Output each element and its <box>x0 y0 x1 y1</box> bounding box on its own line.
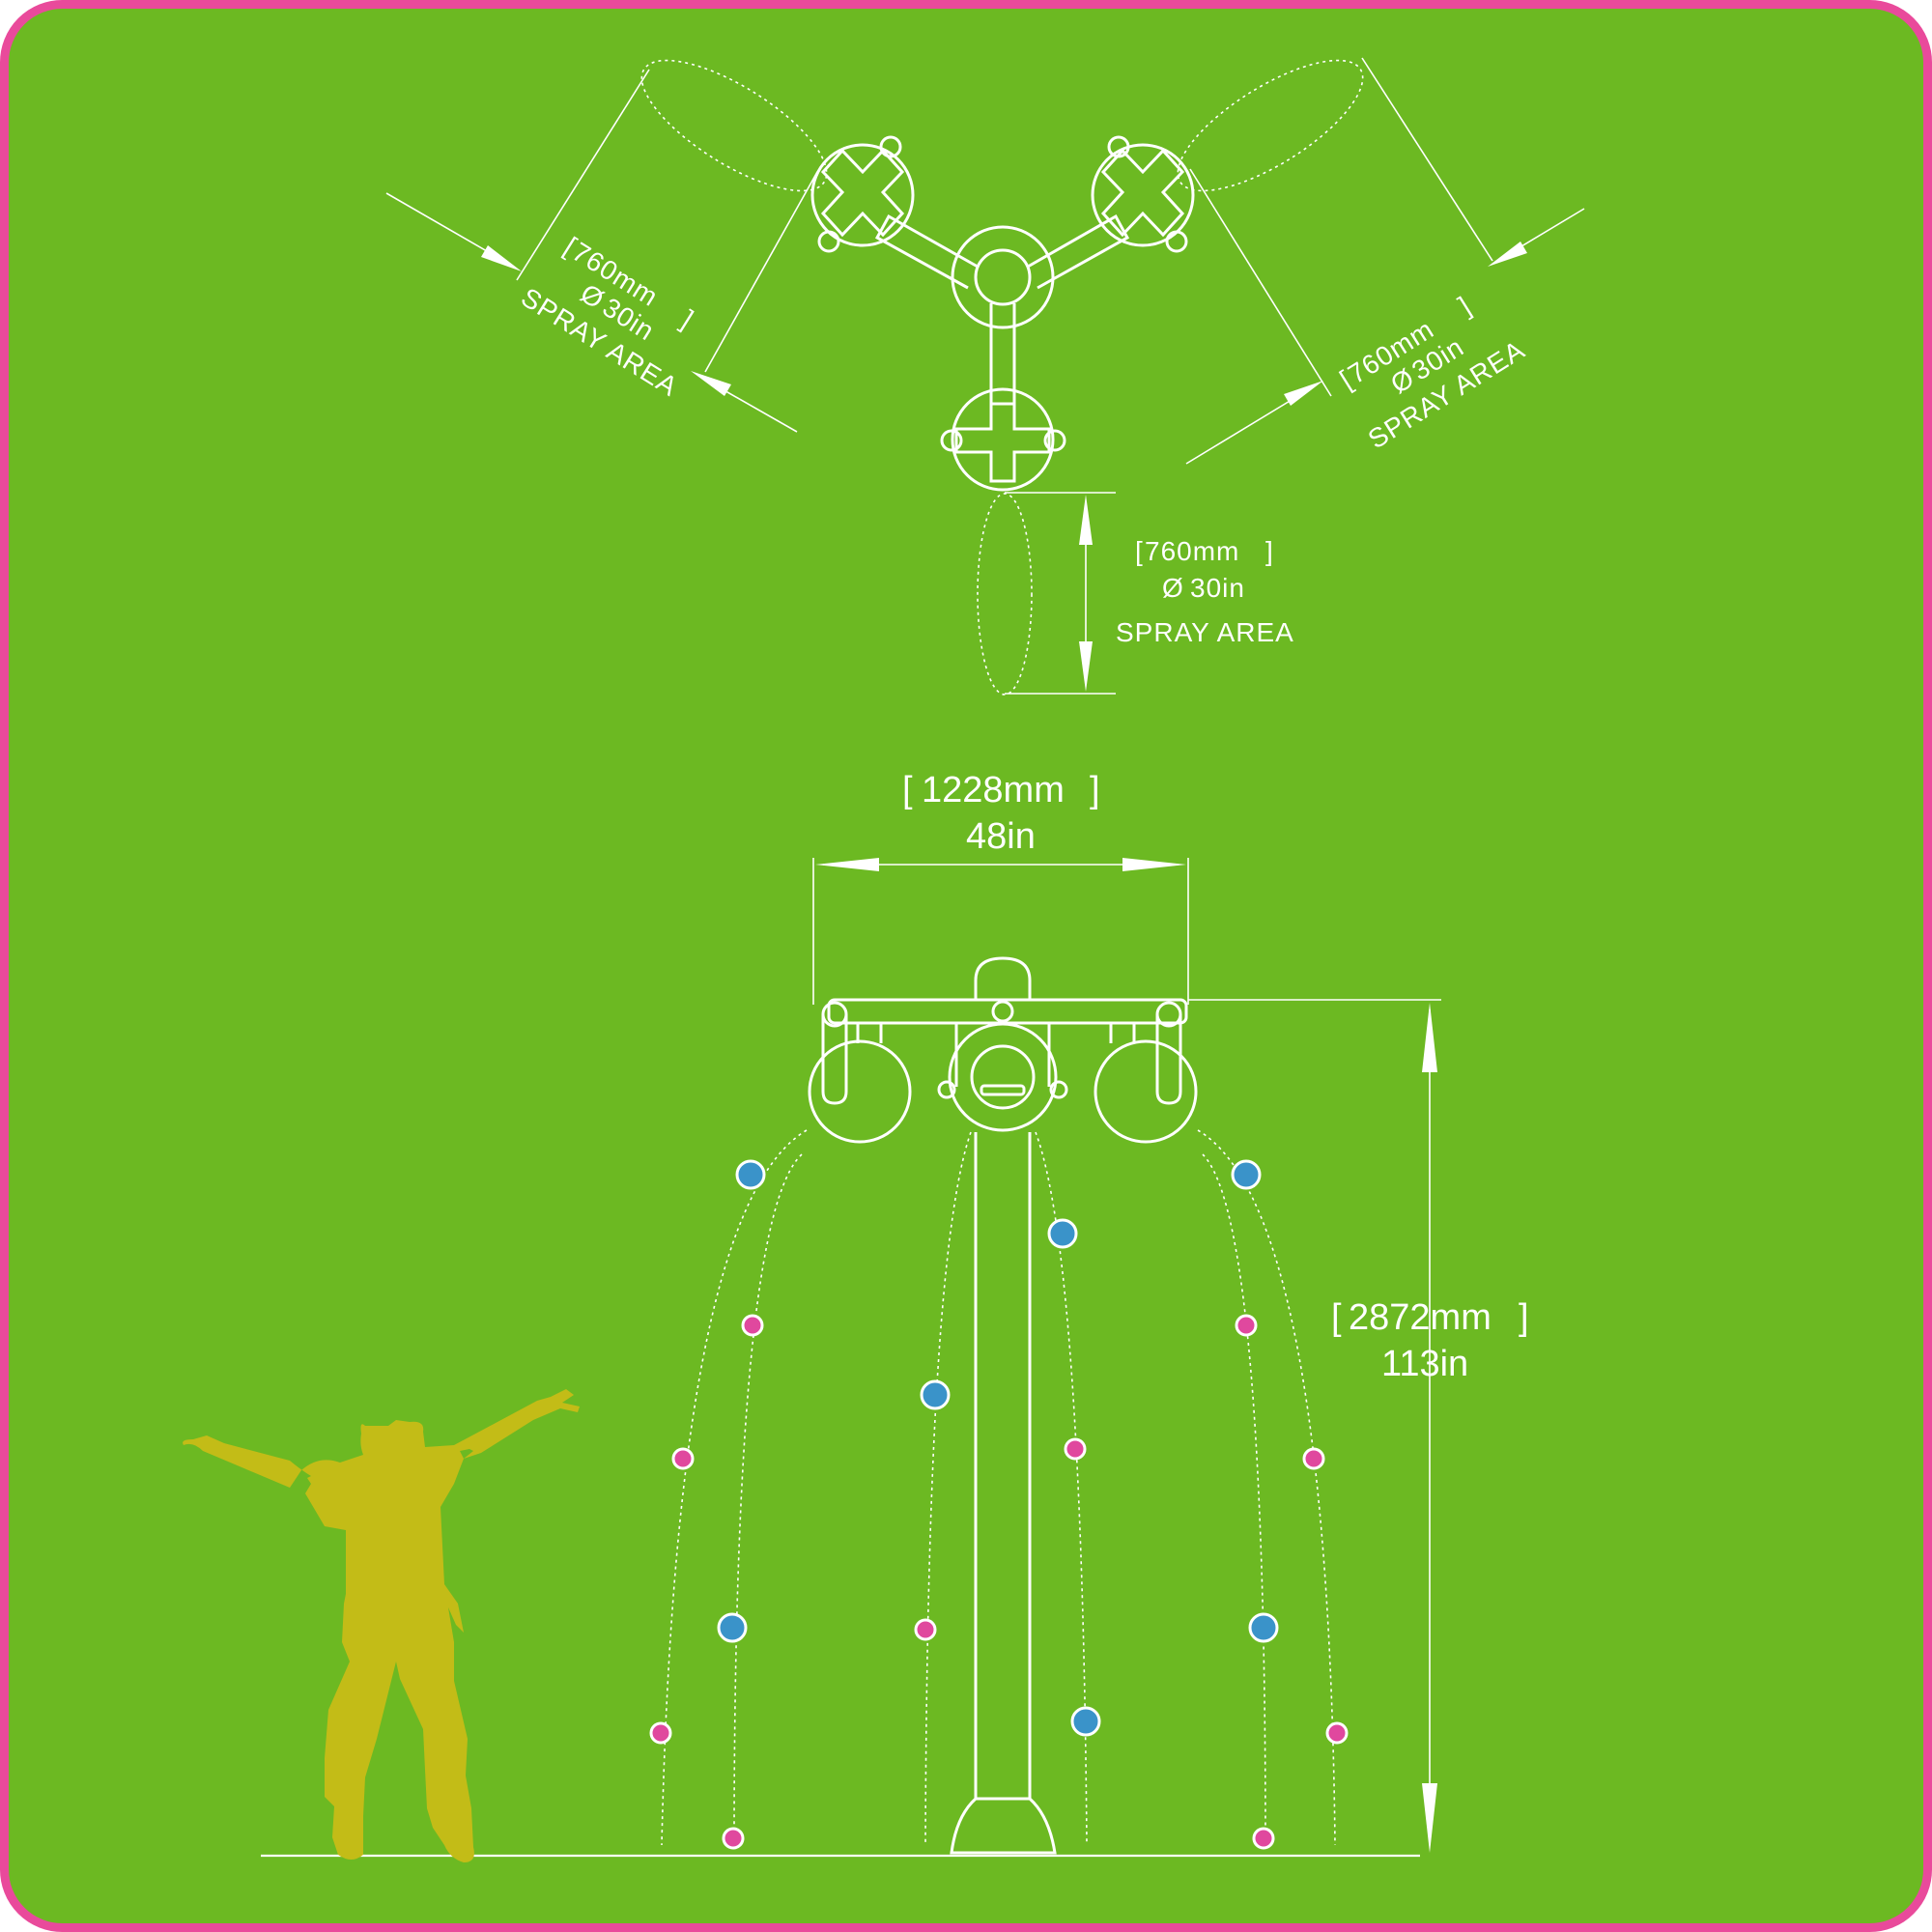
width-in: 48in <box>966 816 1036 857</box>
svg-text:[: [ <box>1331 1297 1342 1338</box>
droplet-blue <box>1231 1159 1262 1190</box>
svg-text:]: ] <box>1519 1297 1529 1338</box>
droplet-blue <box>717 1612 748 1643</box>
droplet-pink <box>1302 1447 1325 1470</box>
bottom-spray-area <box>977 493 1033 696</box>
main-post <box>974 1132 1032 1799</box>
side-left-nozzle <box>808 1039 912 1144</box>
height-mm: 2872mm <box>1349 1297 1492 1338</box>
droplet-blue <box>1070 1706 1101 1737</box>
droplet-blue <box>920 1379 951 1410</box>
bottom-nozzle-plate <box>951 387 1055 492</box>
spray-path-6 <box>1202 1153 1266 1846</box>
bottom-spray-caption: SPRAY AREA <box>1116 617 1294 647</box>
droplet-pink <box>1064 1437 1087 1461</box>
droplet-pink <box>741 1314 764 1337</box>
arm-right <box>1027 213 1130 290</box>
bottom-spray-mm: 760mm <box>1145 536 1239 566</box>
right-nozzle-cross <box>1100 148 1185 238</box>
height-in: 113in <box>1381 1344 1468 1384</box>
right-nozzle-plate <box>1091 143 1195 247</box>
svg-text:]: ] <box>1265 536 1274 566</box>
droplet-blue <box>1047 1218 1078 1249</box>
droplet-blue <box>1248 1612 1279 1643</box>
child-silhouette-icon <box>183 1389 580 1862</box>
center-nozzle <box>948 1022 1058 1132</box>
svg-text:[: [ <box>1135 536 1144 566</box>
arm-down <box>989 303 1016 404</box>
side-right-nozzle <box>1094 1039 1198 1144</box>
width-mm: 1228mm <box>922 770 1065 810</box>
post-top-cap <box>974 956 1032 1000</box>
droplet-pink <box>1325 1721 1349 1745</box>
bottom-nozzle-cross <box>954 402 1051 483</box>
bottom-diameter-symbol: Ø <box>1162 573 1184 603</box>
droplet-pink <box>671 1447 695 1470</box>
droplet-pink <box>1235 1314 1258 1337</box>
svg-text:]: ] <box>1090 770 1100 810</box>
spray-path-2 <box>733 1153 803 1846</box>
side-view: [ 1228mm ] 48in [ 2872mm ] 113in <box>183 770 1529 1862</box>
width-label: [ 1228mm ] 48in <box>902 770 1100 857</box>
arm-left <box>874 213 979 290</box>
droplets <box>649 1159 1349 1850</box>
post-base <box>950 1797 1057 1855</box>
droplet-pink <box>649 1721 672 1745</box>
left-nozzle-plate <box>810 143 915 247</box>
hub-plate <box>951 225 1055 329</box>
droplet-pink <box>722 1827 745 1850</box>
droplet-pink <box>1252 1827 1275 1850</box>
left-nozzle-cross <box>820 148 905 238</box>
svg-text:[: [ <box>902 770 913 810</box>
bottom-spray-label: [ 760mm ] Ø 30in SPRAY AREA <box>1116 536 1294 647</box>
droplet-blue <box>735 1159 766 1190</box>
left-spray-area <box>640 59 828 192</box>
height-label: [ 2872mm ] 113in <box>1331 1297 1529 1384</box>
spray-path-1 <box>661 1129 808 1846</box>
hub-center <box>974 248 1032 306</box>
spray-path-5 <box>1197 1129 1336 1846</box>
bottom-spray-in: 30in <box>1190 573 1245 603</box>
droplet-pink <box>914 1618 937 1641</box>
